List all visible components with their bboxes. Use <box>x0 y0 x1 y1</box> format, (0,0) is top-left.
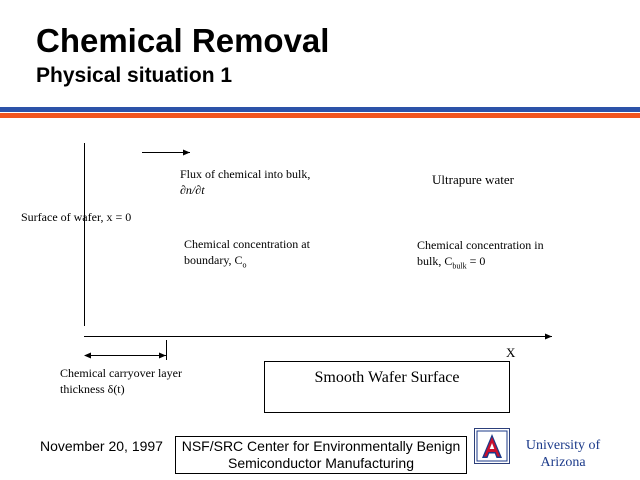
bulk-concentration-label: Chemical concentration in bulk, Cbulk = … <box>417 237 544 274</box>
header-stripe-blue <box>0 107 640 112</box>
boundary-concentration-line2: boundary, Co <box>184 252 310 273</box>
boundary-concentration-text: boundary, C <box>184 253 243 267</box>
carryover-label-line2: thickness δ(t) <box>60 382 125 396</box>
footer-center-line2: Semiconductor Manufacturing <box>228 455 414 471</box>
boundary-concentration-line1: Chemical concentration at <box>184 237 310 251</box>
boundary-concentration-label: Chemical concentration at boundary, Co <box>184 236 310 273</box>
bulk-concentration-line2: bulk, Cbulk = 0 <box>417 253 544 274</box>
x-axis-label: X <box>506 345 516 360</box>
university-name-line2: Arizona <box>540 455 586 470</box>
header-stripe-red <box>0 113 640 118</box>
flux-label-line2: ∂n/∂t <box>180 183 205 197</box>
boundary-concentration-subscript: o <box>242 260 247 270</box>
footer-date: November 20, 1997 <box>40 438 163 454</box>
footer-center-line1: NSF/SRC Center for Environmentally Benig… <box>181 438 461 454</box>
bulk-concentration-subscript: bulk <box>452 261 467 271</box>
block-a-icon <box>476 430 508 462</box>
slide-subtitle: Physical situation 1 <box>36 64 233 87</box>
university-name: University of Arizona <box>516 437 610 471</box>
wafer-surface-label: Surface of wafer, x = 0 <box>21 210 132 224</box>
carryover-label-line1: Chemical carryover layer <box>60 366 182 380</box>
wafer-surface-box: Smooth Wafer Surface <box>264 361 510 413</box>
footer-center-name: NSF/SRC Center for Environmentally Benig… <box>175 436 467 474</box>
wafer-surface-box-label: Smooth Wafer Surface <box>314 369 460 386</box>
bulk-concentration-line1: Chemical concentration in <box>417 238 544 252</box>
flux-label: Flux of chemical into bulk, ∂n/∂t <box>180 166 310 198</box>
university-logo-icon <box>474 428 510 464</box>
university-name-line1: University of <box>525 438 601 453</box>
bulk-concentration-value: = 0 <box>466 254 486 268</box>
slide-title: Chemical Removal <box>36 22 330 59</box>
ultrapure-water-label: Ultrapure water <box>432 172 514 187</box>
flux-label-line1: Flux of chemical into bulk, <box>180 167 311 181</box>
carryover-layer-label: Chemical carryover layer thickness δ(t) <box>60 365 182 397</box>
bulk-concentration-text: bulk, C <box>417 254 453 268</box>
